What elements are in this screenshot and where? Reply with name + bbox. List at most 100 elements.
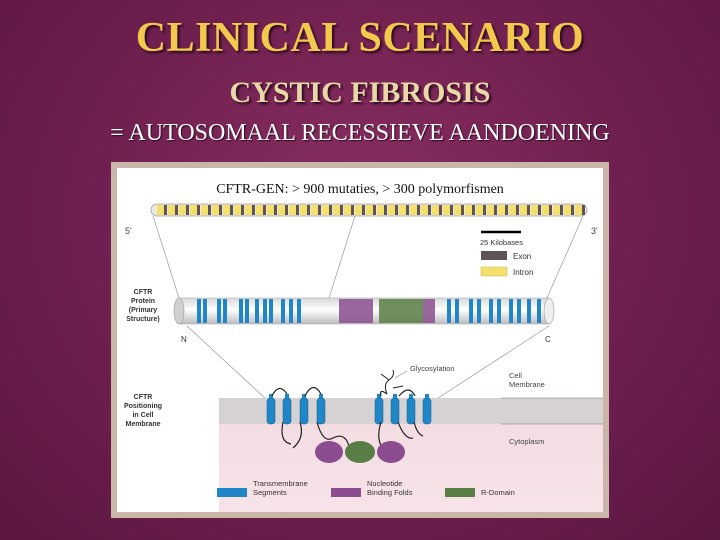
exon-segment [164,205,167,215]
helix-cap [302,394,306,398]
exon-segment [186,205,189,215]
helix [390,397,400,425]
exon-segment [230,205,233,215]
exon-segment [351,205,354,215]
transmembrane-helices [266,394,432,425]
exon-segment [285,205,288,215]
citation: Tsui LC et al., 1997 [387,357,482,369]
exon-segment [274,205,277,215]
transmembrane-label-1: Transmembrane [253,479,308,488]
svg-text:CFTR: CFTR [134,289,153,296]
intron-segment [564,205,571,215]
svg-text:Positioning: Positioning [124,403,162,410]
helix [299,397,309,425]
protein-cylinder [173,297,555,325]
protein-membrane-connectors [186,325,550,401]
tm-stripe [509,299,513,323]
svg-text:in Cell: in Cell [132,412,153,419]
cell-membrane-label-2: Membrane [509,380,545,389]
exon-segment [307,205,310,215]
intron-segment [410,205,417,215]
exon-segment [340,205,343,215]
gene-bar [150,203,588,217]
intron-segment [377,205,384,215]
nbf1-shape [315,441,343,463]
intron-segment [256,205,263,215]
intron-segment [531,205,538,215]
transmembrane-swatch [217,488,247,497]
intron-segment [179,205,186,215]
exon-segment [428,205,431,215]
intron-segment [542,205,549,215]
domain-legend: Transmembrane Segments Nucleotide Bindin… [217,479,515,497]
intron-segment [212,205,219,215]
positioning-label: CFTR Positioning in Cell Membrane [124,394,162,428]
intron-segment [201,205,208,215]
svg-text:Structure): Structure) [126,316,159,323]
intron-segment [432,205,439,215]
protein-loops [271,386,424,451]
nbf2-shape [377,441,405,463]
slide-subheading: = AUTOSOMAAL RECESSIEVE AANDOENING [110,120,610,146]
exon-segment [417,205,420,215]
transmembrane-label-2: Segments [253,488,287,497]
intron-segment [388,205,395,215]
tm-stripe [203,299,207,323]
exon-segment [461,205,464,215]
intron-segment [366,205,373,215]
exon-segment [318,205,321,215]
svg-text:Membrane: Membrane [125,421,160,428]
intron-segment [476,205,483,215]
tm-stripe [223,299,227,323]
tm-stripe [497,299,501,323]
helix [374,397,384,425]
tm-stripe [477,299,481,323]
cytoplasm-label: Cytoplasm [509,437,544,446]
cftr-figure: 5' 3' 25 Kilobases Exon Intron CFTR Prot… [111,162,609,518]
exon-segment [516,205,519,215]
figure-heading: CFTR-GEN: > 900 mutaties, > 300 polymorf… [216,182,504,197]
helix-cap [285,394,289,398]
cftr-diagram: 5' 3' 25 Kilobases Exon Intron CFTR Prot… [124,203,603,512]
exon-segment [538,205,541,215]
exon-segment [208,205,211,215]
exon-segment [472,205,475,215]
helix-cap [425,394,429,398]
intron-segment [289,205,296,215]
intron-segment [223,205,230,215]
intron-segment [234,205,241,215]
svg-text:CFTR: CFTR [134,394,153,401]
exon-segment [329,205,332,215]
tm-stripe [527,299,531,323]
intron-segment [267,205,274,215]
intron-segment [520,205,527,215]
tm-stripe [269,299,273,323]
protein-n-terminus: N [181,335,187,344]
exon-segment [373,205,376,215]
nbf2-block [423,299,435,323]
exon-segment [197,205,200,215]
tm-stripe [289,299,293,323]
svg-text:Protein: Protein [131,298,155,305]
svg-text:(Primary: (Primary [129,307,158,314]
exon-segment [296,205,299,215]
tm-stripe [217,299,221,323]
helix [406,397,416,425]
intron-segment [553,205,560,215]
cytoplasm-region [219,424,603,512]
tm-stripe [297,299,301,323]
helix-cap [409,394,413,398]
exon-segment [241,205,244,215]
exon-segment [483,205,486,215]
intron-segment [421,205,428,215]
r-domain-block [379,299,423,323]
helix [316,397,326,425]
tm-stripe [281,299,285,323]
glycosylation-branch [380,369,408,395]
protein-c-terminus: C [545,335,551,344]
intron-swatch [480,266,508,277]
helix-cap [377,394,381,398]
helix [282,397,292,425]
helix-cap [319,394,323,398]
exon-segment [450,205,453,215]
